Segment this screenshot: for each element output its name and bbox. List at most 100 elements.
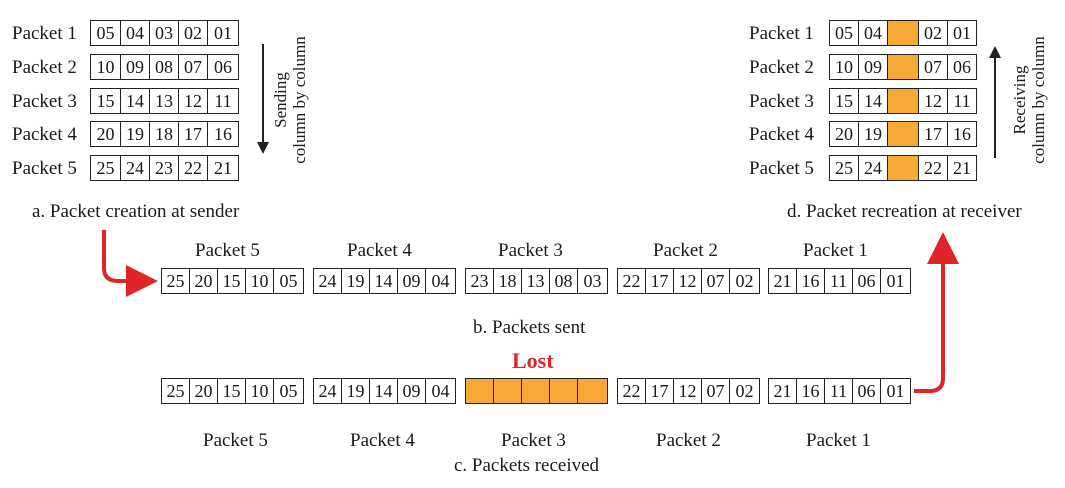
received-cell: 21 <box>769 379 797 403</box>
sent-cell: 22 <box>618 269 646 293</box>
receiver-cell: 14 <box>859 89 888 113</box>
receiver-packet-grid: 20 19 17 16 <box>829 121 977 147</box>
sent-packet-label: Packet 2 <box>653 240 718 261</box>
lost-cell <box>494 379 522 403</box>
sender-cell: 09 <box>121 55 150 79</box>
receiver-row-label: Packet 4 <box>749 124 814 145</box>
sender-cell: 23 <box>150 156 179 180</box>
receiver-caption: d. Packet recreation at receiver <box>787 201 1022 222</box>
receiver-cell: 10 <box>830 55 859 79</box>
sent-packet-grid: 25 20 15 10 05 <box>161 268 304 294</box>
receiver-cell: 01 <box>953 23 971 43</box>
sender-cell: 13 <box>150 89 179 113</box>
receiver-cell: 17 <box>919 122 948 146</box>
sender-cell: 14 <box>121 89 150 113</box>
received-cell: 07 <box>702 379 730 403</box>
sent-cell: 14 <box>370 269 398 293</box>
receiver-lost-cell <box>888 55 919 79</box>
sender-cell: 12 <box>179 89 208 113</box>
receiver-cell: 21 <box>953 158 971 178</box>
lost-cell <box>522 379 550 403</box>
sender-row-label: Packet 5 <box>12 158 77 179</box>
sender-packet-grid: 15 14 13 12 11 <box>90 88 239 114</box>
receiver-cell: 25 <box>830 156 859 180</box>
received-packet-label: Packet 1 <box>806 430 871 451</box>
receiving-direction-text: Receiving column by column <box>1010 20 1050 180</box>
sent-packet-label: Packet 4 <box>347 240 412 261</box>
received-cell: 12 <box>674 379 702 403</box>
receiver-cell: 04 <box>859 21 888 45</box>
sender-cell: 11 <box>214 91 232 111</box>
sent-cell: 07 <box>702 269 730 293</box>
receiving-text-line1: Receiving <box>1010 65 1029 135</box>
receiver-row-label: Packet 1 <box>749 23 814 44</box>
sender-packet-grid: 05 04 03 02 01 <box>90 20 239 46</box>
sender-cell: 10 <box>91 55 121 79</box>
received-packet-grid: 24 19 14 09 04 <box>313 378 456 404</box>
received-packet-label: Packet 3 <box>501 430 566 451</box>
receiving-text-line2: column by column <box>1029 36 1048 164</box>
sent-caption: b. Packets sent <box>473 317 586 338</box>
sender-cell: 17 <box>179 122 208 146</box>
sending-text-line1: Sending <box>271 72 290 128</box>
sending-text-line2: column by column <box>290 36 309 164</box>
received-caption: c. Packets received <box>454 455 600 476</box>
sender-cell: 06 <box>214 57 232 77</box>
receiver-cell: 07 <box>919 55 948 79</box>
receiver-row-label: Packet 3 <box>749 91 814 112</box>
received-cell: 04 <box>431 381 450 401</box>
sent-cell: 16 <box>797 269 825 293</box>
receiver-cell: 09 <box>859 55 888 79</box>
sender-cell: 04 <box>121 21 150 45</box>
received-cell: 10 <box>246 379 274 403</box>
sent-cell: 19 <box>342 269 370 293</box>
receiver-lost-cell <box>888 156 919 180</box>
sender-cell: 08 <box>150 55 179 79</box>
sent-cell: 06 <box>853 269 881 293</box>
sender-cell: 22 <box>179 156 208 180</box>
receiver-cell: 12 <box>919 89 948 113</box>
receiver-packet-grid: 10 09 07 06 <box>829 54 977 80</box>
received-cell: 25 <box>162 379 190 403</box>
lost-label: Lost <box>512 348 554 373</box>
receiver-packet-grid: 15 14 12 11 <box>829 88 977 114</box>
sender-cell: 02 <box>179 21 208 45</box>
sender-cell: 18 <box>150 122 179 146</box>
receiver-cell: 19 <box>859 122 888 146</box>
sender-cell: 21 <box>214 158 232 178</box>
received-cell: 05 <box>279 381 298 401</box>
sender-to-sent-arrow-icon <box>102 230 158 297</box>
lost-cell <box>550 379 578 403</box>
received-cell: 11 <box>825 379 853 403</box>
sent-cell: 21 <box>769 269 797 293</box>
sent-cell: 17 <box>646 269 674 293</box>
sent-cell: 13 <box>522 269 550 293</box>
receiver-cell: 05 <box>830 21 859 45</box>
received-cell: 14 <box>370 379 398 403</box>
receiver-packet-grid: 05 04 02 01 <box>829 20 977 46</box>
sent-packet-label: Packet 3 <box>498 240 563 261</box>
sender-cell: 05 <box>91 21 121 45</box>
received-packet-label: Packet 4 <box>350 430 415 451</box>
sent-packet-label: Packet 1 <box>803 240 868 261</box>
received-packet-label: Packet 2 <box>656 430 721 451</box>
received-packet-grid: 21 16 11 06 01 <box>768 378 911 404</box>
receiver-cell: 15 <box>830 89 859 113</box>
received-cell: 17 <box>646 379 674 403</box>
received-cell: 09 <box>398 379 426 403</box>
receiver-cell: 02 <box>919 21 948 45</box>
received-cell: 01 <box>886 381 905 401</box>
sent-cell: 24 <box>314 269 342 293</box>
sent-cell: 08 <box>550 269 578 293</box>
sent-cell: 12 <box>674 269 702 293</box>
sender-cell: 24 <box>121 156 150 180</box>
received-to-receiver-arrow-icon <box>914 232 959 393</box>
receiver-cell: 22 <box>919 156 948 180</box>
received-cell: 15 <box>218 379 246 403</box>
sending-direction-text: Sending column by column <box>271 20 311 180</box>
sent-cell: 01 <box>886 271 905 291</box>
sent-cell: 04 <box>431 271 450 291</box>
sender-packet-grid: 25 24 23 22 21 <box>90 155 239 181</box>
sent-packet-grid: 22 17 12 07 02 <box>617 268 760 294</box>
sent-cell: 03 <box>583 271 602 291</box>
